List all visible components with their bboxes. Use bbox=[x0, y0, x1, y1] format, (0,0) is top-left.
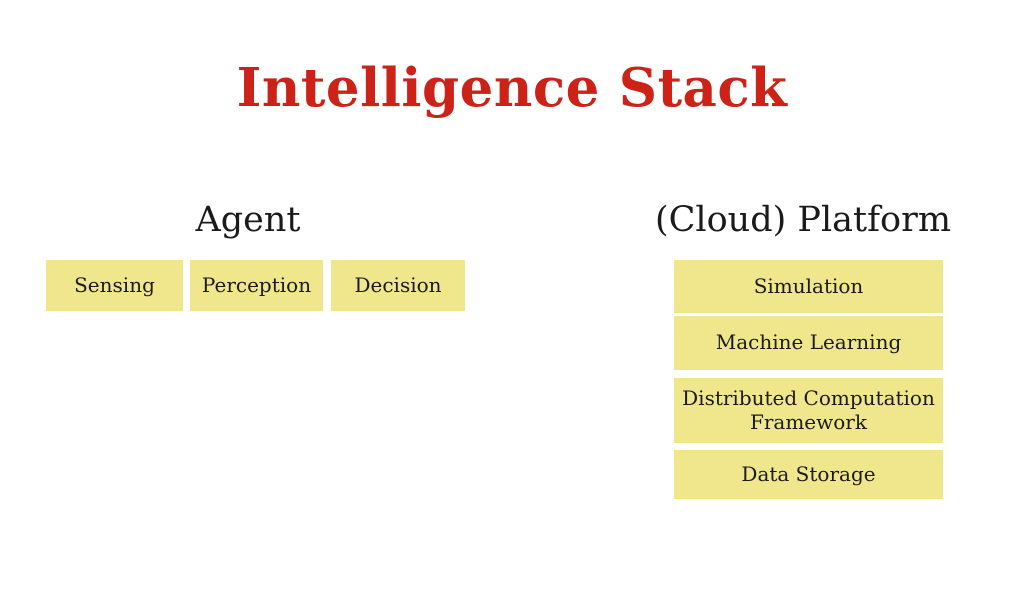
agent-block-decision[interactable]: Decision bbox=[331, 260, 465, 311]
platform-column-heading: (Cloud) Platform bbox=[654, 200, 952, 240]
platform-block-data-storage-label: Data Storage bbox=[741, 461, 876, 486]
agent-block-perception-label: Perception bbox=[201, 272, 312, 297]
platform-block-dcf-label-line1: Distributed Computation bbox=[682, 385, 935, 410]
agent-column-heading: Agent bbox=[195, 200, 301, 240]
agent-block-decision-label: Decision bbox=[354, 272, 442, 297]
platform-block-dcf-label-line2: Framework bbox=[749, 409, 867, 434]
platform-block-dcf-label: Distributed Computation Framework bbox=[682, 385, 935, 434]
page-title: Intelligence Stack bbox=[236, 57, 788, 119]
agent-block-sensing-label: Sensing bbox=[74, 272, 155, 297]
platform-block-machine-learning-label: Machine Learning bbox=[715, 330, 902, 355]
agent-block-perception[interactable]: Perception bbox=[190, 260, 323, 311]
platform-block-distributed-computation-framework[interactable]: Distributed Computation Framework bbox=[674, 378, 943, 443]
platform-block-simulation-label: Simulation bbox=[753, 273, 864, 298]
agent-block-sensing[interactable]: Sensing bbox=[46, 260, 183, 311]
platform-block-data-storage[interactable]: Data Storage bbox=[674, 450, 943, 499]
platform-block-simulation[interactable]: Simulation bbox=[674, 260, 943, 313]
platform-block-machine-learning[interactable]: Machine Learning bbox=[674, 316, 943, 370]
